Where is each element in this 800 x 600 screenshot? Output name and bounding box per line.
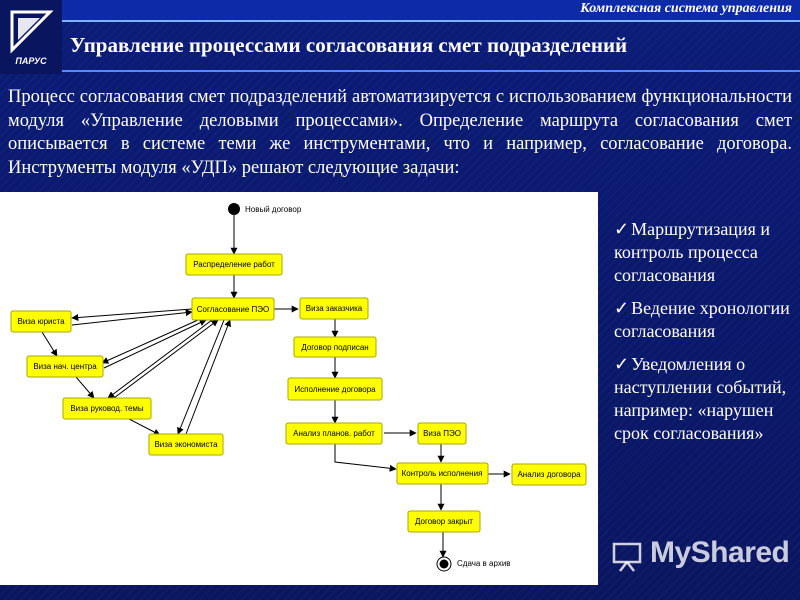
svg-text:Распределение работ: Распределение работ — [193, 260, 275, 269]
task-item-notifications: ✓Уведомления о наступлении событий, напр… — [614, 353, 794, 445]
process-diagram: Новый договор Распределение работ Соглас… — [0, 192, 598, 585]
svg-text:Виза руковод. темы: Виза руковод. темы — [70, 404, 144, 413]
svg-text:Договор закрыт: Договор закрыт — [415, 517, 473, 526]
page-title: Управление процессами согласования смет … — [70, 33, 628, 57]
svg-text:Контроль исполнения: Контроль исполнения — [402, 469, 483, 478]
node-economist-visa: Виза экономиста — [148, 433, 224, 456]
svg-text:Виза ПЭО: Виза ПЭО — [423, 429, 461, 438]
task-item-routing: ✓Маршрутизация и контроль процесса согла… — [614, 218, 794, 287]
node-distribution: Распределение работ — [185, 253, 283, 276]
node-pto-visa: Виза ПЭО — [417, 422, 467, 445]
node-contract-execution: Исполнение договора — [287, 377, 383, 401]
task-list: ✓Маршрутизация и контроль процесса согла… — [614, 218, 794, 455]
start-node-label: Новый договор — [245, 205, 302, 214]
svg-text:Виза экономиста: Виза экономиста — [154, 440, 218, 449]
intro-paragraph: Процесс согласования смет подразделений … — [8, 87, 792, 178]
svg-text:Исполнение договора: Исполнение договора — [294, 385, 376, 394]
process-diagram-svg: Новый договор Распределение работ Соглас… — [10, 203, 587, 572]
title-divider — [62, 70, 800, 72]
task-item-text: Уведомления о наступлении событий, напри… — [614, 354, 787, 443]
top-bar: Комплексная система управления — [62, 0, 800, 22]
system-label: Комплексная система управления — [580, 1, 792, 16]
myshared-watermark: MyShared — [610, 534, 790, 574]
start-node — [228, 203, 240, 215]
svg-text:Виза заказчика: Виза заказчика — [306, 304, 363, 313]
node-contract-closed: Договор закрыт — [407, 510, 481, 533]
presentation-icon — [612, 542, 642, 572]
node-center-head-visa: Виза нач. центра — [26, 355, 104, 378]
node-customer-visa: Виза заказчика — [299, 297, 369, 320]
watermark-text: MyShared — [650, 536, 790, 569]
task-item-history: ✓Ведение хронологии согласования — [614, 297, 794, 343]
task-item-text: Ведение хронологии согласования — [614, 298, 790, 341]
svg-text:Виза нач. центра: Виза нач. центра — [33, 362, 97, 371]
task-item-text: Маршрутизация и контроль процесса соглас… — [614, 219, 770, 285]
logo-text: ПАРУС — [15, 56, 47, 66]
svg-text:Договор подписан: Договор подписан — [301, 343, 368, 352]
checkmark-icon: ✓ — [614, 354, 630, 374]
svg-text:Согласование ПЭО: Согласование ПЭО — [197, 305, 270, 314]
node-contract-analysis: Анализ договора — [511, 463, 587, 486]
svg-text:Виза юриста: Виза юриста — [17, 317, 65, 326]
checkmark-icon: ✓ — [614, 219, 630, 239]
end-node-label: Сдача в архив — [457, 559, 511, 568]
diagram-edges — [41, 215, 511, 558]
parus-logo: ПАРУС — [0, 0, 62, 74]
node-contract-signed: Договор подписан — [293, 336, 377, 358]
svg-text:Анализ планов. работ: Анализ планов. работ — [293, 429, 375, 438]
end-node — [436, 556, 452, 572]
node-pto-approval: Согласование ПЭО — [191, 297, 275, 321]
node-lawyer-visa: Виза юриста — [10, 310, 72, 333]
checkmark-icon: ✓ — [614, 298, 630, 318]
node-planned-works-analysis: Анализ планов. работ — [285, 422, 383, 445]
node-execution-control: Контроль исполнения — [396, 462, 489, 485]
svg-text:Анализ договора: Анализ договора — [517, 470, 581, 479]
node-topic-head-visa: Виза руковод. темы — [62, 397, 152, 420]
